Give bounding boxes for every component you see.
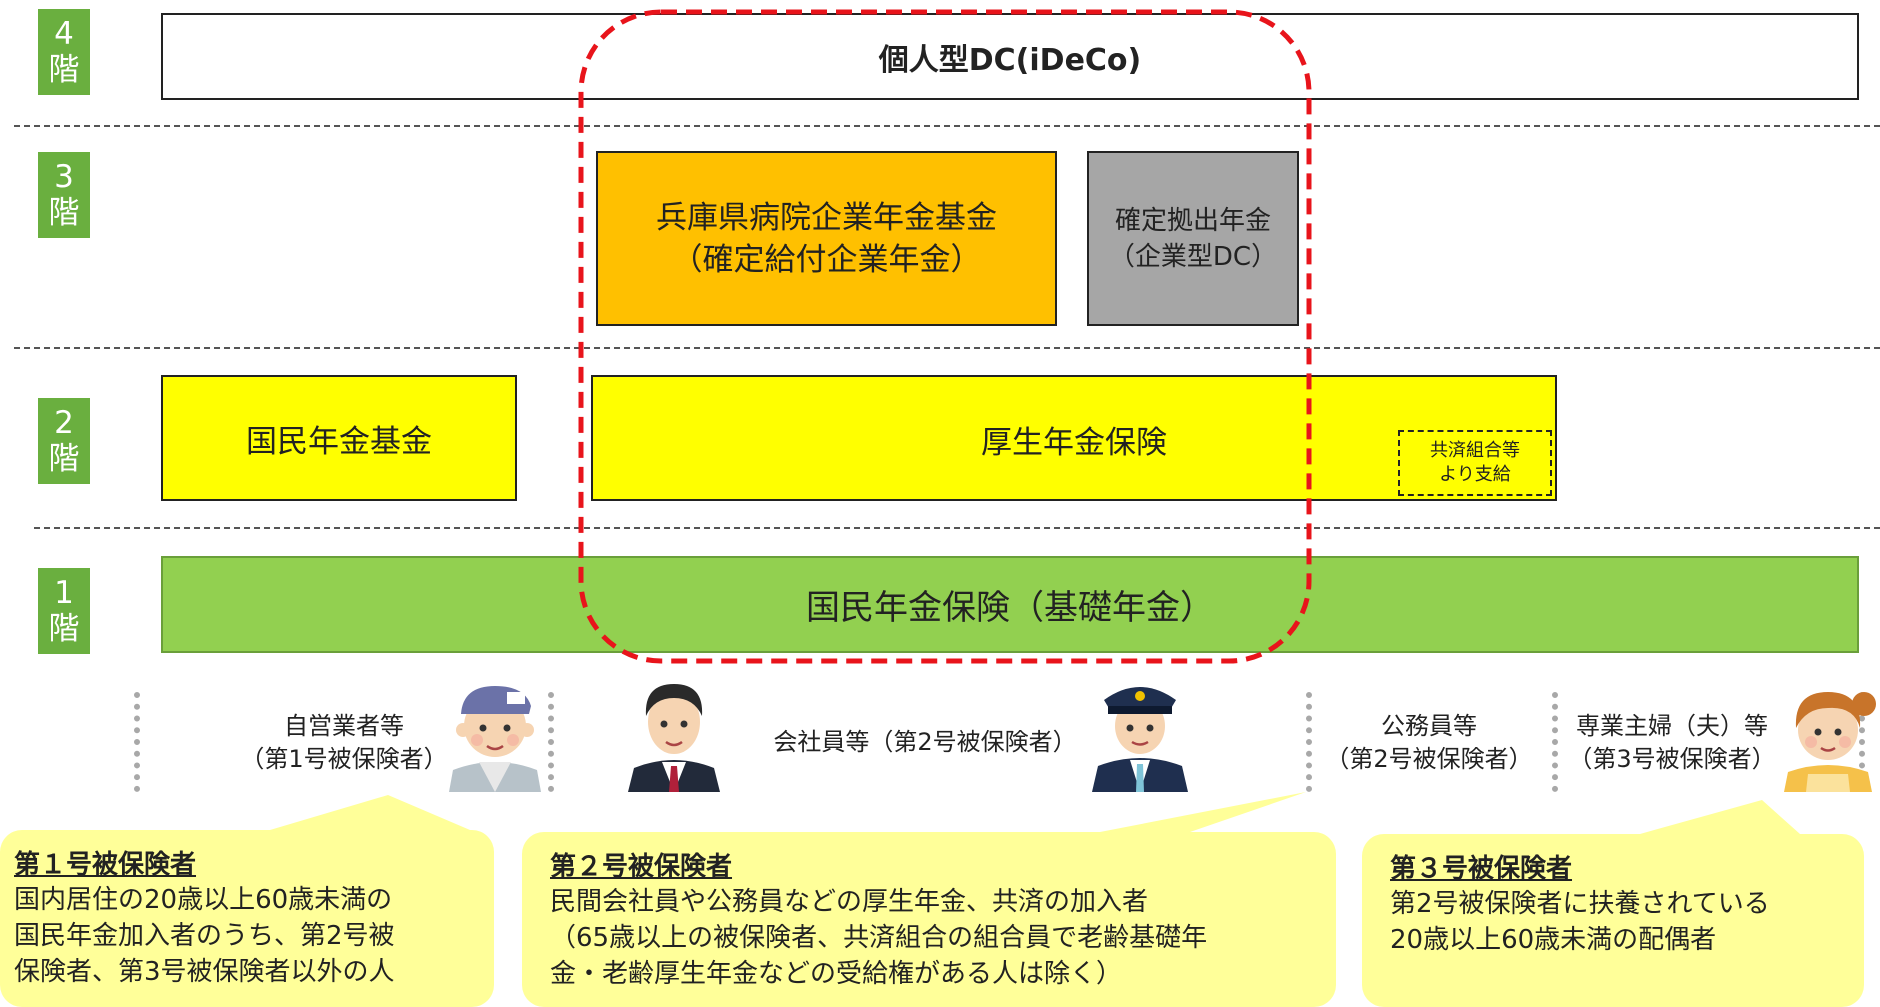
- homemaker-avatar: [1784, 692, 1876, 792]
- employee-pension-label: 厚生年金保険: [981, 425, 1167, 461]
- floor-kai: 階: [48, 52, 80, 88]
- bubble-body: 民間会社員や公務員などの厚生年金、共済の加入者 （65歳以上の被保険者、共済組合…: [550, 887, 1208, 989]
- hyogo-fund-label: 兵庫県病院企業年金基金 （確定給付企業年金）: [656, 199, 997, 278]
- bubble-title: 第２号被保険者: [550, 852, 733, 882]
- mutual-aid-note-label: 共済組合等 より支給: [1430, 440, 1520, 485]
- bubble-title: 第３号被保険者: [1390, 854, 1573, 884]
- category-divider: [548, 692, 554, 792]
- bubble-type1: 第１号被保険者 国内居住の20歳以上60歳未満の 国民年金加入者のうち、第2号被…: [0, 830, 494, 1007]
- floor-divider: [34, 527, 1880, 529]
- category-divider: [1859, 692, 1865, 792]
- floor-badge-4: 4 階: [38, 9, 90, 95]
- category-divider: [1552, 692, 1558, 792]
- floor-kai: 階: [48, 195, 80, 231]
- mutual-aid-note-box: 共済組合等 より支給: [1398, 430, 1552, 496]
- self-employed-avatar: [449, 686, 541, 792]
- national-pension-fund-box: 国民年金基金: [161, 375, 517, 501]
- ideco-box: 個人型DC(iDeCo): [161, 13, 1859, 100]
- bubble-type2: 第２号被保険者 民間会社員や公務員などの厚生年金、共済の加入者 （65歳以上の被…: [522, 832, 1336, 1007]
- bubble-type3: 第３号被保険者 第2号被保険者に扶養されている 20歳以上60歳未満の配偶者: [1362, 834, 1864, 1007]
- floor-badge-3: 3 階: [38, 152, 90, 238]
- office-worker-avatar: [628, 684, 720, 792]
- corporate-dc-label: 確定拠出年金 （企業型DC）: [1108, 205, 1278, 272]
- floor-number: 3: [54, 159, 74, 195]
- ideco-label: 個人型DC(iDeCo): [878, 42, 1142, 78]
- national-pension-fund-label: 国民年金基金: [246, 423, 432, 460]
- basic-pension-box: 国民年金保険（基礎年金）: [161, 556, 1859, 653]
- floor-kai: 階: [48, 441, 80, 477]
- bubble-body: 第2号被保険者に扶養されている 20歳以上60歳未満の配偶者: [1390, 889, 1770, 955]
- floor-number: 2: [54, 405, 74, 441]
- category-divider: [1306, 692, 1312, 792]
- civil-servant-avatar: [1092, 687, 1188, 792]
- employee-pension-box: 厚生年金保険: [591, 375, 1557, 501]
- floor-badge-2: 2 階: [38, 398, 90, 484]
- floor-number: 1: [54, 575, 74, 611]
- bubble-title: 第１号被保険者: [14, 850, 197, 880]
- corporate-dc-box: 確定拠出年金 （企業型DC）: [1087, 151, 1299, 326]
- homemaker-label: 専業主婦（夫）等 （第3号被保険者）: [1568, 712, 1776, 773]
- floor-number: 4: [54, 16, 74, 52]
- civil-servant-label: 公務員等 （第2号被保険者）: [1325, 712, 1533, 773]
- employee-label: 会社員等（第2号被保険者）: [773, 728, 1077, 756]
- floor-kai: 階: [48, 611, 80, 647]
- hyogo-hospital-pension-fund-box: 兵庫県病院企業年金基金 （確定給付企業年金）: [596, 151, 1057, 326]
- bubble-body: 国内居住の20歳以上60歳未満の 国民年金加入者のうち、第2号被 保険者、第3号…: [14, 885, 395, 987]
- category-divider: [134, 692, 140, 792]
- basic-pension-label: 国民年金保険（基礎年金）: [806, 588, 1214, 628]
- self-employed-label: 自営業者等 （第1号被保険者）: [240, 712, 448, 773]
- floor-divider: [14, 347, 1880, 349]
- highlight-dashed-outline: [578, 9, 1312, 664]
- floor-badge-1: 1 階: [38, 568, 90, 654]
- floor-divider: [14, 125, 1880, 127]
